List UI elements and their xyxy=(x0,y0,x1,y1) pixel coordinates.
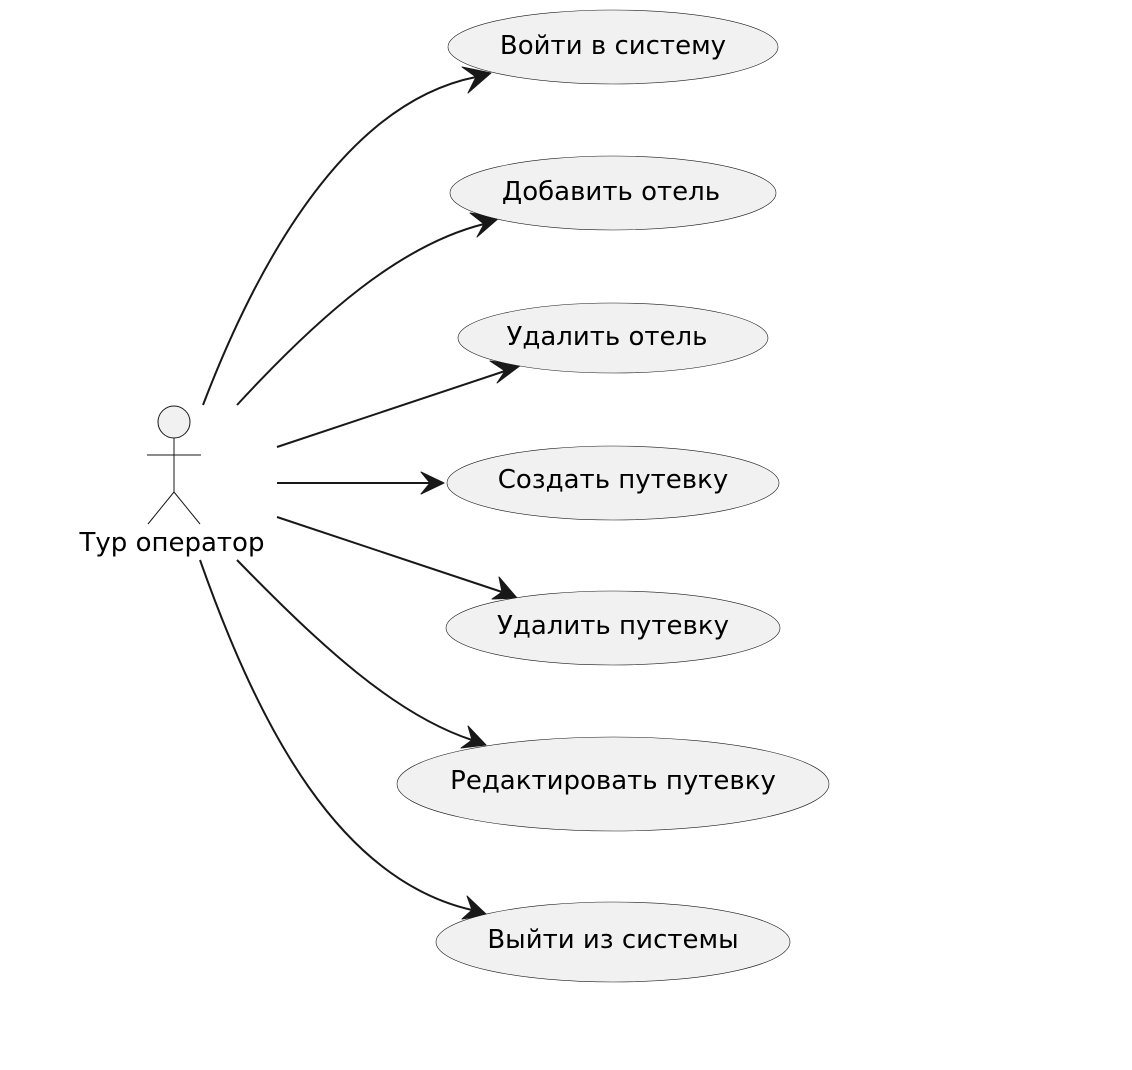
usecase-logout: Выйти из системы xyxy=(435,901,791,983)
usecase-delete-hotel: Удалить отель xyxy=(457,302,769,374)
usecase-delete-tour: Удалить путевку xyxy=(445,590,781,666)
usecase-edit-tour: Редактировать путевку xyxy=(396,736,830,832)
usecase-label: Редактировать путевку xyxy=(450,766,776,796)
usecase-label: Удалить путевку xyxy=(497,611,729,641)
association-edit-tour xyxy=(236,559,487,749)
arrowhead-icon xyxy=(460,725,487,749)
actor-name: Тур оператор xyxy=(79,528,265,558)
association-logout xyxy=(199,559,488,920)
arrowhead-icon xyxy=(461,895,488,920)
usecase-label: Войти в систему xyxy=(500,31,726,61)
usecase-label: Удалить отель xyxy=(507,322,708,352)
arrowhead-icon xyxy=(491,576,518,600)
association-delete-tour xyxy=(276,516,518,600)
usecase-label: Выйти из системы xyxy=(487,925,738,955)
use-cases: Войти в систему Добавить отель Удалить о… xyxy=(396,9,830,983)
association-add-hotel xyxy=(236,212,501,406)
usecase-login: Войти в систему xyxy=(447,9,779,85)
actor-stick-figure-icon xyxy=(147,405,201,525)
usecase-label: Добавить отель xyxy=(502,177,720,207)
usecase-create-tour: Создать путевку xyxy=(446,445,780,521)
arrowhead-icon xyxy=(461,66,492,94)
arrowhead-icon xyxy=(420,471,445,495)
actor-tour-operator: Тур оператор xyxy=(79,405,265,558)
association-login xyxy=(202,66,492,406)
association-create-tour xyxy=(277,471,445,495)
association-delete-hotel xyxy=(276,360,522,448)
usecase-label: Создать путевку xyxy=(498,465,728,495)
usecase-add-hotel: Добавить отель xyxy=(449,155,777,231)
